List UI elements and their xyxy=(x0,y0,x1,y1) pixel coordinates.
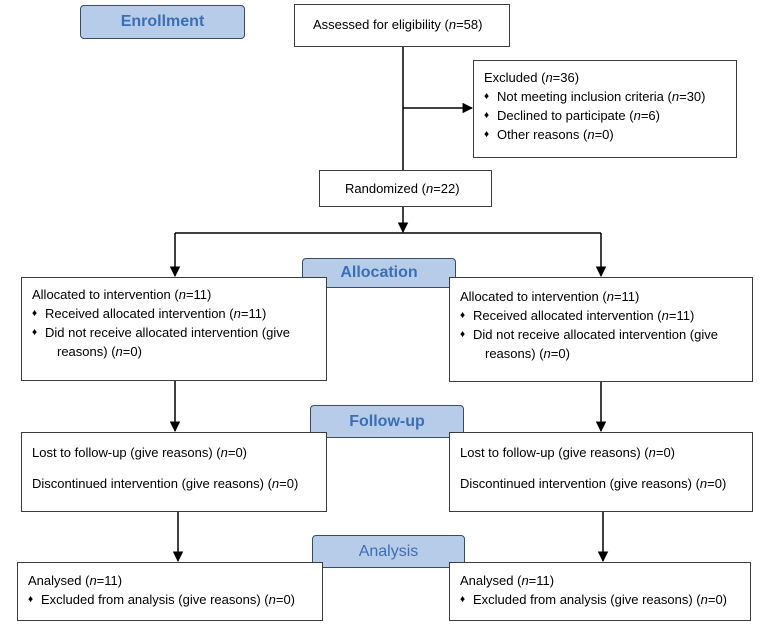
assessed-label: Assessed for eligibility xyxy=(313,17,441,32)
allocation-item: ♦ Did not receive allocated intervention… xyxy=(32,325,290,340)
excluded-box: Excluded (n=36) ♦ Not meeting inclusion … xyxy=(473,60,737,158)
allocation-box-left: Allocated to intervention (n=11) ♦ Recei… xyxy=(21,277,327,381)
stage-label-enrollment: Enrollment xyxy=(80,5,245,39)
diamond-bullet-icon: ♦ xyxy=(32,308,38,319)
allocation-item: ♦ Received allocated intervention (n=11) xyxy=(460,308,695,323)
analysis-item: ♦ Excluded from analysis (give reasons) … xyxy=(460,592,728,607)
randomized-label: Randomized xyxy=(345,181,418,196)
allocation-box-right: Allocated to intervention (n=11) ♦ Recei… xyxy=(449,277,753,382)
stage-label-followup: Follow-up xyxy=(310,405,464,438)
analysis-item: ♦ Excluded from analysis (give reasons) … xyxy=(28,592,296,607)
randomized-box: Randomized (n=22) xyxy=(319,170,492,207)
followup-box-left: Lost to follow-up (give reasons) (n=0) D… xyxy=(21,432,327,512)
diamond-bullet-icon: ♦ xyxy=(460,594,466,605)
excluded-item: ♦ Other reasons (n=0) xyxy=(484,127,614,142)
excluded-item: ♦ Not meeting inclusion criteria (n=30) xyxy=(484,89,706,104)
allocation-item: ♦ Received allocated intervention (n=11) xyxy=(32,306,267,321)
followup-box-right: Lost to follow-up (give reasons) (n=0) D… xyxy=(449,432,753,512)
randomized-count: 22 xyxy=(440,181,456,196)
diamond-bullet-icon: ♦ xyxy=(484,91,490,102)
assessed-count: 58 xyxy=(463,17,479,32)
excluded-count: 36 xyxy=(560,70,575,85)
stage-label-analysis: Analysis xyxy=(312,535,465,568)
excluded-title: Excluded xyxy=(484,70,538,85)
excluded-item: ♦ Declined to participate (n=6) xyxy=(484,108,660,123)
diamond-bullet-icon: ♦ xyxy=(32,327,38,338)
analysis-box-right: Analysed (n=11) ♦ Excluded from analysis… xyxy=(449,562,751,621)
assessed-box: Assessed for eligibility (n=58) xyxy=(294,4,510,47)
allocation-item: ♦ Did not receive allocated intervention… xyxy=(460,327,718,342)
diamond-bullet-icon: ♦ xyxy=(484,110,490,121)
diamond-bullet-icon: ♦ xyxy=(460,310,466,321)
diamond-bullet-icon: ♦ xyxy=(484,129,490,140)
stage-label-allocation: Allocation xyxy=(302,258,456,288)
analysis-box-left: Analysed (n=11) ♦ Excluded from analysis… xyxy=(17,562,323,621)
diamond-bullet-icon: ♦ xyxy=(28,594,34,605)
diamond-bullet-icon: ♦ xyxy=(460,329,466,340)
